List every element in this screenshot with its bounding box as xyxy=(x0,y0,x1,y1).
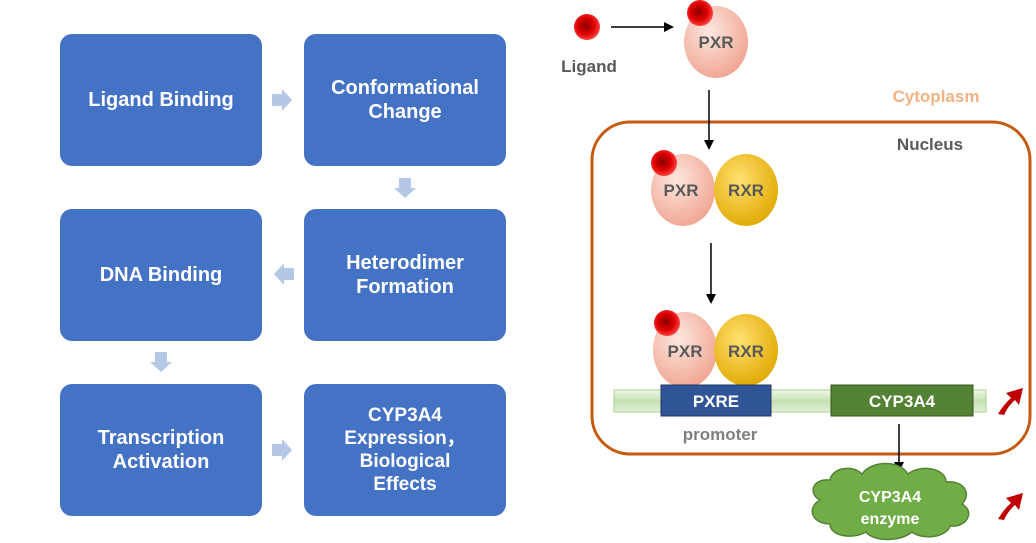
enzyme-label-line1: CYP3A4 xyxy=(859,489,921,506)
pxre-element xyxy=(660,384,772,417)
ligand-molecule-icon xyxy=(651,150,677,176)
step-heterodimer-formation: Heterodimer Formation xyxy=(304,209,506,341)
cyp3a4-gene-label: CYP3A4 xyxy=(869,392,936,411)
promoter-label: promoter xyxy=(683,425,758,444)
pxr-label: PXR xyxy=(699,33,734,52)
nucleus-membrane xyxy=(590,120,1032,456)
ligand-molecule-icon xyxy=(654,310,680,336)
upregulation-arrow-icon xyxy=(998,388,1023,415)
ligand-molecule-icon xyxy=(574,14,600,40)
rxr-protein-icon xyxy=(714,314,778,386)
flow-arrow-right-icon xyxy=(272,439,292,461)
cytoplasm-label: Cytoplasm xyxy=(893,87,980,106)
flow-arrow-left-icon xyxy=(274,263,294,285)
step-ligand-binding: Ligand Binding xyxy=(60,34,262,166)
cyp3a4-gene xyxy=(830,384,974,417)
cyp3a4-enzyme-cloud xyxy=(811,462,970,541)
flow-arrow-right-icon xyxy=(272,89,292,111)
step-cyp3a4-expression: CYP3A4 Expression， Biological Effects xyxy=(304,384,506,516)
pxr-label: PXR xyxy=(668,342,703,361)
enzyme-label-line2: enzyme xyxy=(861,511,920,528)
ligand-molecule-icon xyxy=(687,0,713,26)
upregulation-arrow-icon xyxy=(998,493,1023,520)
ligand-label: Ligand xyxy=(561,57,617,76)
rxr-label: RXR xyxy=(728,342,764,361)
pxr-label: PXR xyxy=(664,181,699,200)
rxr-label: RXR xyxy=(728,181,764,200)
nucleus-label: Nucleus xyxy=(897,135,963,154)
pxre-label: PXRE xyxy=(693,392,739,411)
rxr-protein-icon xyxy=(714,154,778,226)
step-dna-binding: DNA Binding xyxy=(60,209,262,341)
step-transcription-activation: Transcription Activation xyxy=(60,384,262,516)
step-conformational-change: Conformational Change xyxy=(304,34,506,166)
flow-arrow-down-icon xyxy=(394,178,416,198)
flow-arrow-down-icon xyxy=(150,352,172,372)
